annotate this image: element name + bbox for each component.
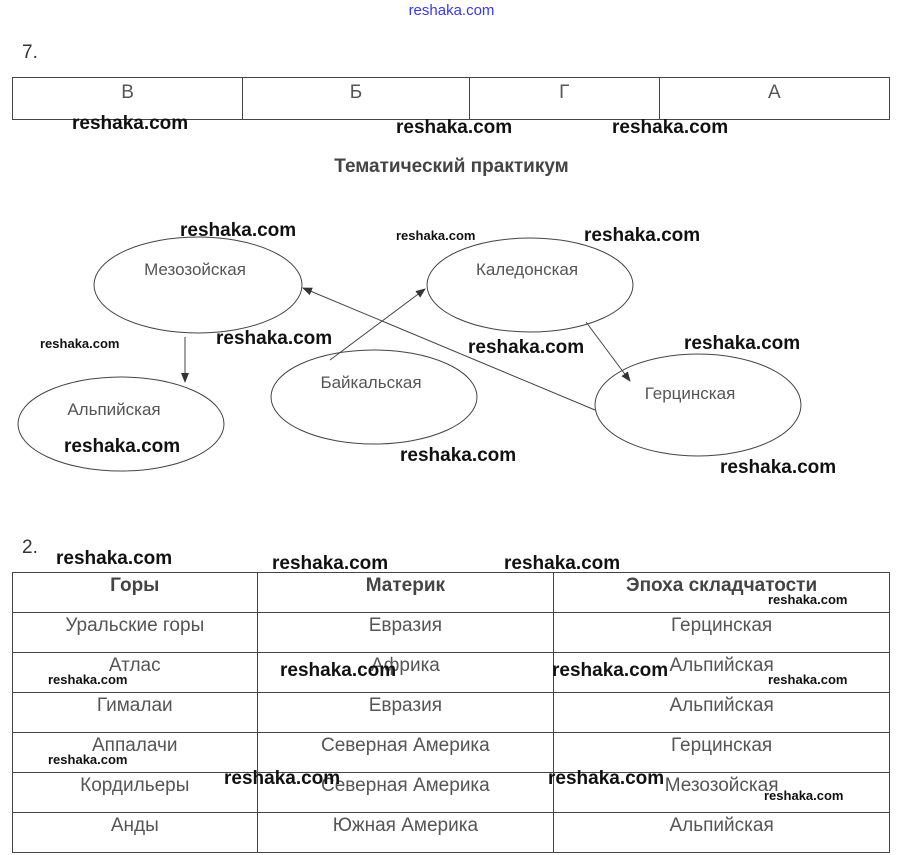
- cell: Атлас: [12, 652, 258, 693]
- task-number: 2.: [22, 537, 38, 558]
- label-mesozoic: Мезозойская: [144, 260, 246, 279]
- label-alpine: Альпийская: [67, 400, 161, 419]
- folding-diagram: [17, 236, 802, 472]
- header-mountains: Горы: [12, 572, 258, 613]
- cell: Гималаи: [12, 692, 258, 733]
- cell: Кордильеры: [12, 772, 258, 813]
- watermark: reshaka.com: [768, 592, 848, 607]
- cell: Анды: [12, 812, 258, 853]
- cell: Уральские горы: [12, 612, 258, 653]
- node-alpine: [17, 376, 225, 472]
- watermark: reshaka.com: [64, 436, 181, 457]
- watermark: reshaka.com: [396, 228, 476, 243]
- section-title: Тематический практикум: [334, 156, 569, 177]
- cell: Евразия: [256, 612, 555, 653]
- cell: Альпийская: [553, 812, 890, 853]
- node-hercynian: [594, 353, 802, 457]
- watermark: reshaka.com: [720, 457, 837, 478]
- watermark: reshaka.com: [216, 328, 333, 349]
- site-link[interactable]: reshaka.com: [408, 2, 495, 19]
- watermark: reshaka.com: [56, 548, 173, 569]
- watermark: reshaka.com: [224, 768, 341, 789]
- watermark: reshaka.com: [48, 752, 128, 767]
- cell: Герцинская: [553, 732, 890, 773]
- arrow-baikal-caledonian: [329, 288, 426, 361]
- watermark: reshaka.com: [72, 113, 189, 134]
- table-header-row: Горы Материк Эпоха складчатости: [12, 572, 890, 613]
- watermark: reshaka.com: [552, 660, 669, 681]
- watermark: reshaka.com: [612, 117, 729, 138]
- watermark: reshaka.com: [40, 336, 120, 351]
- watermark: reshaka.com: [468, 337, 585, 358]
- label-hercynian: Герцинская: [644, 384, 736, 403]
- header-continent: Материк: [256, 572, 555, 613]
- task-number: 7.: [22, 42, 38, 63]
- arrow-hercynian-mesozoic: [302, 287, 596, 411]
- answer-table: В Б Г А: [11, 77, 891, 120]
- watermark: reshaka.com: [180, 220, 297, 241]
- watermark: reshaka.com: [684, 333, 801, 354]
- cell: Северная Америка: [256, 732, 555, 773]
- watermark: reshaka.com: [272, 553, 389, 574]
- node-mesozoic: [93, 236, 303, 334]
- cell: Евразия: [256, 692, 555, 733]
- answer-cell: А: [658, 77, 891, 120]
- cell: Африка: [256, 652, 555, 693]
- node-baikal: [270, 349, 478, 445]
- watermark: reshaka.com: [504, 553, 621, 574]
- answer-cell: Б: [242, 77, 470, 120]
- node-caledonian: [426, 237, 634, 333]
- cell: Аппалачи: [12, 732, 258, 773]
- cell: Южная Америка: [256, 812, 555, 853]
- watermark: reshaka.com: [48, 672, 128, 687]
- arrow-caledonian-hercynian: [585, 321, 631, 382]
- mountains-table: Горы Материк Эпоха складчатости Уральски…: [12, 572, 890, 853]
- watermark: reshaka.com: [280, 660, 397, 681]
- label-caledonian: Каледонская: [475, 260, 579, 279]
- cell: Герцинская: [553, 612, 890, 653]
- watermark: reshaka.com: [548, 768, 665, 789]
- watermark: reshaka.com: [584, 225, 701, 246]
- label-baikal: Байкальская: [320, 373, 422, 392]
- cell: Мезозойская: [553, 772, 890, 813]
- answer-cell: Г: [468, 77, 660, 120]
- watermark: reshaka.com: [396, 117, 513, 138]
- watermark: reshaka.com: [768, 672, 848, 687]
- watermark: reshaka.com: [400, 445, 517, 466]
- answer-cell: В: [11, 77, 244, 120]
- watermark: reshaka.com: [764, 788, 844, 803]
- cell: Северная Америка: [256, 772, 555, 813]
- cell: Альпийская: [553, 692, 890, 733]
- cell: Альпийская: [553, 652, 890, 693]
